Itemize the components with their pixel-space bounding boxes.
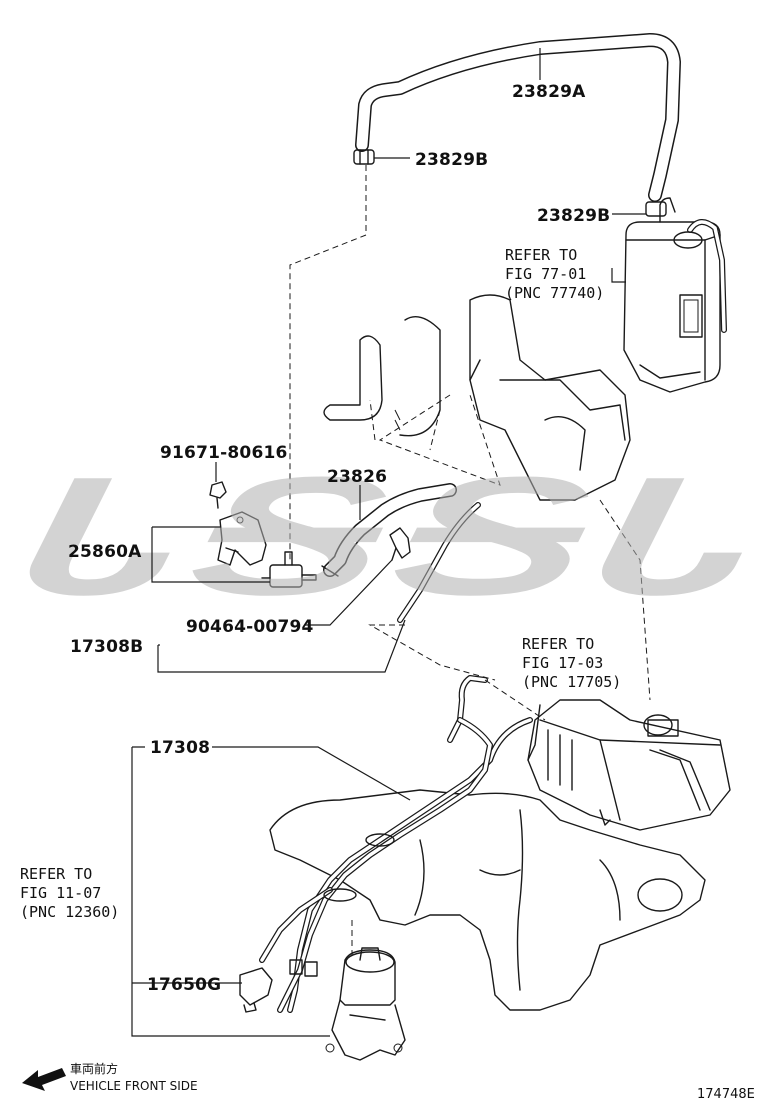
vehicle-front-arrow-icon [22, 1068, 66, 1091]
clip-90464[interactable] [389, 527, 411, 561]
leader-lines [131, 48, 646, 1037]
svg-text:REFER TO: REFER TO [20, 865, 92, 883]
charcoal-canister[interactable] [623, 197, 727, 393]
bracket-25860a[interactable] [217, 511, 267, 566]
label-91671: 91671-80616 [160, 443, 288, 463]
svg-text:FIG 17-03: FIG 17-03 [522, 654, 603, 672]
vacuum-switching-valve[interactable] [261, 551, 317, 588]
ref-canister: REFER TO FIG 77-01 (PNC 77740) [505, 246, 604, 302]
bolt-91671[interactable] [209, 481, 227, 509]
direction-jp: 車両前方 [70, 1061, 118, 1076]
hose-23826[interactable] [321, 483, 457, 577]
label-25860a: 25860A [68, 542, 142, 562]
label-17650g: 17650G [147, 975, 221, 995]
svg-text:REFER TO: REFER TO [522, 635, 594, 653]
label-23829a: 23829A [512, 82, 586, 102]
pipe-17308b[interactable] [397, 502, 481, 623]
svg-text:(PNC 12360): (PNC 12360) [20, 903, 119, 921]
watermark: ᏓᎦᎦᏓ [8, 452, 748, 626]
air-cleaner [527, 699, 731, 831]
dashed-relations [289, 165, 651, 960]
figure-id: 174748E [697, 1087, 755, 1102]
label-23829b-upper: 23829B [415, 150, 488, 170]
svg-text:FIG 11-07: FIG 11-07 [20, 884, 101, 902]
svg-text:FIG 77-01: FIG 77-01 [505, 265, 586, 283]
label-23829b-canister: 23829B [537, 206, 610, 226]
ref-air-cleaner: REFER TO FIG 17-03 (PNC 17705) [522, 635, 621, 691]
engine-mount [325, 947, 406, 1061]
label-90464: 90464-00794 [186, 617, 314, 637]
svg-text:REFER TO: REFER TO [505, 246, 577, 264]
direction-en: VEHICLE FRONT SIDE [70, 1079, 198, 1093]
svg-text:(PNC 77740): (PNC 77740) [505, 284, 604, 302]
engine-manifold [269, 294, 706, 1011]
svg-text:(PNC 17705): (PNC 17705) [522, 673, 621, 691]
label-17308b: 17308B [70, 637, 143, 657]
clamp-upper[interactable] [353, 149, 375, 165]
hose-assy-17308[interactable] [259, 675, 533, 1013]
hose-23829a[interactable] [355, 33, 681, 202]
ref-manifold: REFER TO FIG 11-07 (PNC 12360) [20, 865, 119, 921]
label-17308: 17308 [150, 738, 210, 758]
label-23826: 23826 [327, 467, 387, 487]
connector-17650g[interactable] [239, 967, 273, 1013]
clamp-canister[interactable] [645, 201, 667, 217]
